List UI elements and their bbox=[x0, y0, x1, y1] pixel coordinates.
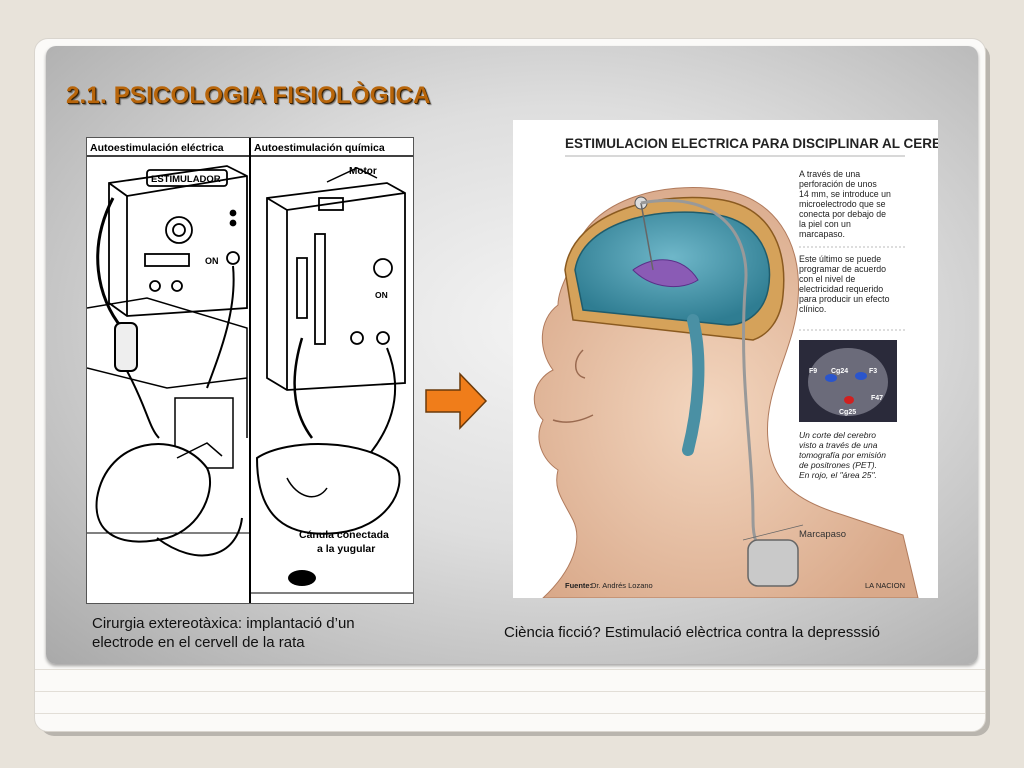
svg-text:Este último se puede: Este último se puede bbox=[799, 254, 881, 264]
right-arrow-icon bbox=[424, 372, 488, 435]
brain-stimulation-infographic: ESTIMULACION ELECTRICA PARA DISCIPLINAR … bbox=[513, 120, 971, 599]
note-2: Este último se puede programar de acuerd… bbox=[799, 254, 890, 314]
pet-caption: Un corte del cerebro visto a través de u… bbox=[799, 430, 886, 480]
infusion-pump bbox=[266, 182, 406, 391]
svg-text:F9: F9 bbox=[809, 368, 817, 375]
credit: LA NACION bbox=[865, 581, 905, 590]
rat-stimulation-illustration: Autoestimulación eléctrica Autoestimulac… bbox=[86, 137, 414, 604]
motor-label: Motor bbox=[349, 166, 377, 177]
on-label-1: ON bbox=[205, 256, 219, 266]
pet-scan-image: F9 Cg24 F3 F47 Cg25 bbox=[799, 340, 897, 422]
stimulator-label: ESTIMULADOR bbox=[151, 174, 221, 185]
pacemaker-label: Marcapaso bbox=[799, 529, 846, 540]
svg-text:F3: F3 bbox=[869, 368, 877, 375]
svg-text:Un corte del cerebro: Un corte del cerebro bbox=[799, 430, 876, 440]
note-1: A través de una perforación de unos 14 m… bbox=[799, 169, 891, 239]
svg-text:microelectrodo que se: microelectrodo que se bbox=[799, 199, 886, 209]
stimulator-device bbox=[108, 165, 248, 317]
svg-text:A través de una: A través de una bbox=[799, 169, 860, 179]
svg-text:Cg25: Cg25 bbox=[839, 409, 856, 416]
svg-text:marcapaso.: marcapaso. bbox=[799, 229, 845, 239]
svg-text:Cg24: Cg24 bbox=[831, 368, 848, 375]
svg-text:F47: F47 bbox=[871, 395, 883, 402]
brain-stimulation-drawing: ESTIMULACION ELECTRICA PARA DISCIPLINAR … bbox=[533, 136, 971, 599]
svg-text:de positrones (PET).: de positrones (PET). bbox=[799, 460, 877, 470]
svg-text:conecta por debajo de: conecta por debajo de bbox=[799, 209, 886, 219]
rat-stimulation-drawing: Autoestimulación eléctrica Autoestimulac… bbox=[86, 138, 413, 603]
svg-text:electricidad requerido: electricidad requerido bbox=[799, 284, 883, 294]
svg-text:con el nivel de: con el nivel de bbox=[799, 274, 855, 284]
heading-chemical: Autoestimulación química bbox=[254, 142, 385, 154]
svg-text:visto a través de una: visto a través de una bbox=[799, 440, 878, 450]
svg-text:clínico.: clínico. bbox=[799, 304, 826, 314]
svg-text:14 mm, se introduce un: 14 mm, se introduce un bbox=[799, 189, 891, 199]
svg-text:programar de acuerdo: programar de acuerdo bbox=[799, 264, 886, 274]
left-caption: Cirurgia extereotàxica: implantació d’un… bbox=[92, 615, 355, 651]
cannula-label-1: Cánula conectada bbox=[299, 529, 389, 541]
on-label-2: ON bbox=[375, 290, 388, 300]
slide-title: 2.1. PSICOLOGIA FISIOLÒGICA bbox=[66, 82, 431, 109]
svg-text:En rojo, el "área 25".: En rojo, el "área 25". bbox=[799, 470, 877, 480]
right-caption: Ciència ficció? Estimulació elèctrica co… bbox=[504, 624, 880, 641]
source-name: Dr. Andrés Lozano bbox=[591, 581, 653, 590]
svg-text:tomografía por emisión: tomografía por emisión bbox=[799, 450, 886, 460]
svg-text:perforación de unos: perforación de unos bbox=[799, 179, 877, 189]
source-prefix: Fuente: bbox=[565, 581, 592, 590]
heading-electric: Autoestimulación eléctrica bbox=[90, 142, 224, 154]
infographic-title: ESTIMULACION ELECTRICA PARA DISCIPLINAR … bbox=[565, 136, 938, 151]
svg-text:la piel con un: la piel con un bbox=[799, 219, 851, 229]
svg-text:para producir un efecto: para producir un efecto bbox=[799, 294, 890, 304]
cannula-label-2: a la yugular bbox=[317, 543, 375, 555]
